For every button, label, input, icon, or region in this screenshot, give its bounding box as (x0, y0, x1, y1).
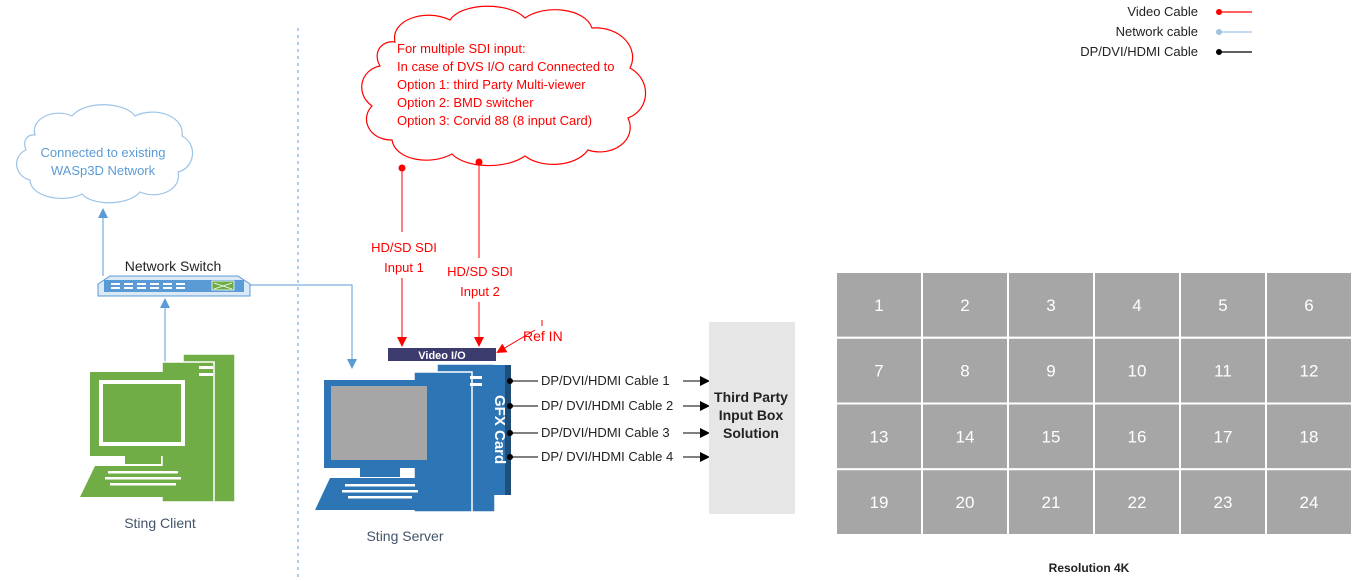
cloud-sdi-line-4: Option 2: BMD switcher (397, 95, 534, 110)
legend-network-label: Network cable (1116, 24, 1198, 39)
grid-cell (1265, 336, 1353, 405)
sdi-input-2-label-2: Input 2 (460, 284, 500, 299)
cable-2-label: DP/ DVI/HDMI Cable 2 (541, 398, 673, 413)
sting-server-label: Sting Server (366, 528, 443, 544)
sdi-input-1-label-1: HD/SD SDI (371, 240, 437, 255)
grid-cell-label: 11 (1214, 362, 1232, 381)
grid-cell-label: 22 (1128, 493, 1147, 512)
grid-cell (835, 402, 923, 471)
grid-cell (1093, 271, 1181, 339)
ref-in-label: Ref IN (523, 328, 563, 344)
input-box-line-2: Input Box (719, 407, 784, 423)
grid-cell-label: 4 (1132, 296, 1141, 315)
grid-cell-label: 1 (874, 296, 883, 315)
grid-cell (1265, 402, 1353, 471)
third-party-input-box: Third Party Input Box Solution (709, 322, 795, 514)
network-switch: Network Switch (97, 258, 251, 297)
grid-cell (1007, 402, 1095, 471)
legend-video-label: Video Cable (1127, 4, 1198, 19)
grid-cell (835, 271, 923, 339)
grid-cell (1093, 468, 1181, 536)
hdmi-cables: DP/DVI/HDMI Cable 1 DP/ DVI/HDMI Cable 2… (507, 373, 710, 464)
sting-client-computer (80, 353, 236, 503)
input-box-line-3: Solution (723, 425, 779, 441)
cloud-network-line-1: Connected to existing (40, 145, 165, 160)
switch-to-server-line (250, 284, 357, 369)
grid-cell-label: 17 (1214, 427, 1233, 446)
grid-cell-label: 7 (874, 362, 883, 381)
legend: Video Cable Network cable DP/DVI/HDMI Ca… (1080, 4, 1252, 59)
grid-cell-label: 20 (956, 493, 975, 512)
grid-cell (835, 468, 923, 536)
sdi-options-cloud: For multiple SDI input: In case of DVS I… (361, 5, 647, 167)
sting-client-label: Sting Client (124, 515, 196, 531)
grid-cell-label: 14 (956, 427, 975, 446)
sdi-input-1-label-2: Input 1 (384, 260, 424, 275)
grid-cell-label: 16 (1128, 427, 1147, 446)
grid-cell-label: 9 (1046, 362, 1055, 381)
grid-cell-label: 18 (1300, 427, 1319, 446)
gfx-card-label: GFX Card (491, 395, 508, 464)
grid-cell (921, 271, 1009, 339)
grid-cell-label: 5 (1218, 296, 1227, 315)
network-cloud: Connected to existing WASp3D Network (16, 104, 193, 204)
grid-cell-label: 19 (870, 493, 889, 512)
grid-cell (1265, 271, 1353, 339)
gfx-card: GFX Card (489, 365, 511, 495)
video-io-label: Video I/O (418, 350, 466, 362)
cloud-sdi-line-1: For multiple SDI input: (397, 41, 526, 56)
cloud-sdi-line-2: In case of DVS I/O card Connected to (397, 59, 615, 74)
grid-cell-label: 3 (1046, 296, 1055, 315)
cloud-sdi-line-5: Option 3: Corvid 88 (8 input Card) (397, 113, 592, 128)
sting-server-computer (315, 363, 496, 513)
grid-cell (921, 336, 1009, 405)
sdi-input-2-label-1: HD/SD SDI (447, 264, 513, 279)
grid-cell-label: 15 (1042, 427, 1061, 446)
grid-cell-label: 21 (1042, 493, 1061, 512)
legend-hdmi-label: DP/DVI/HDMI Cable (1080, 44, 1198, 59)
cable-1-label: DP/DVI/HDMI Cable 1 (541, 373, 670, 388)
ref-in-arrow (496, 329, 536, 354)
input-box-line-1: Third Party (714, 389, 788, 405)
grid-cell (1179, 402, 1267, 471)
grid-cell-label: 23 (1214, 493, 1233, 512)
cloud-network-line-2: WASp3D Network (51, 163, 156, 178)
grid-cell-label: 13 (870, 427, 889, 446)
grid-cell (1265, 468, 1353, 536)
grid-cell-label: 12 (1300, 362, 1319, 381)
grid-cell-label: 10 (1128, 362, 1147, 381)
grid-cell (1007, 468, 1095, 536)
cable-3-label: DP/DVI/HDMI Cable 3 (541, 425, 670, 440)
cable-4-label: DP/ DVI/HDMI Cable 4 (541, 449, 673, 464)
video-io-card: Video I/O (388, 348, 496, 362)
grid-cell-label: 8 (960, 362, 969, 381)
cloud-sdi-line-3: Option 1: third Party Multi-viewer (397, 77, 586, 92)
network-switch-label: Network Switch (125, 258, 221, 274)
grid-caption: Resolution 4K (1049, 561, 1130, 575)
grid-cell-label: 2 (960, 296, 969, 315)
grid-cell-label: 24 (1300, 493, 1319, 512)
grid-cell (921, 468, 1009, 536)
grid-cell-label: 6 (1304, 296, 1313, 315)
